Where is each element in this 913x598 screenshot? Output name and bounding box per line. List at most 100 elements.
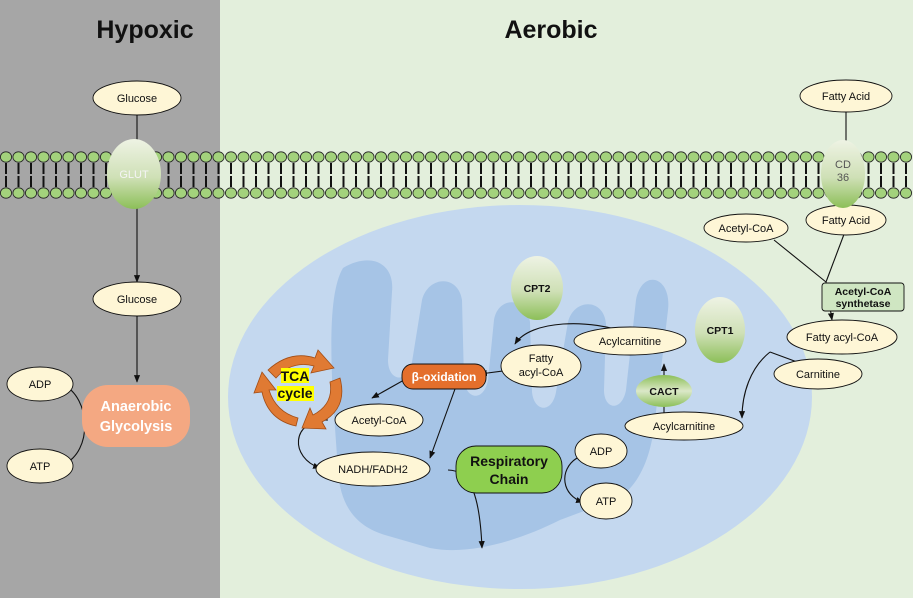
fatty-acyl-coa-cytosol-node <box>786 319 898 355</box>
tca-label-2: cycle <box>277 385 312 401</box>
carnitine-node <box>773 358 863 390</box>
glucose-outside-node <box>92 80 182 116</box>
membrane-head <box>625 151 638 163</box>
membrane-head <box>499 151 512 163</box>
membrane-head <box>474 151 487 163</box>
membrane-head <box>324 187 337 199</box>
carnitine-label: Carnitine <box>796 369 840 381</box>
cpt1-label: CPT1 <box>707 325 734 337</box>
membrane-head <box>87 151 100 163</box>
tca-highlight-1 <box>281 368 309 383</box>
membrane-head <box>362 187 375 199</box>
membrane-head <box>650 151 663 163</box>
membrane-head <box>537 151 550 163</box>
membrane-head <box>787 151 800 163</box>
membrane-head <box>212 187 225 199</box>
glut-label: GLUT <box>119 169 149 181</box>
membrane-head <box>224 151 237 163</box>
membrane-head <box>462 151 475 163</box>
membrane-head <box>687 151 700 163</box>
membrane-head <box>24 187 37 199</box>
membrane-head <box>512 187 525 199</box>
membrane-head <box>525 187 538 199</box>
fatty-acid-outside-label: Fatty Acid <box>822 91 870 103</box>
cd36-transporter <box>821 140 865 208</box>
membrane-head <box>762 151 775 163</box>
membrane-head <box>312 187 325 199</box>
membrane-head <box>587 151 600 163</box>
respiratory-chain-box <box>455 445 563 494</box>
respiratory-chain-label-1: Respiratory <box>470 453 548 469</box>
membrane-head <box>725 187 738 199</box>
synthetase-label-1: Acetyl-CoA <box>835 286 892 298</box>
membrane-head <box>412 151 425 163</box>
membrane-head <box>750 151 763 163</box>
glucose-inside-label: Glucose <box>117 294 157 306</box>
membrane-head <box>712 187 725 199</box>
acylcarnitine-lower-label: Acylcarnitine <box>653 421 715 433</box>
membrane-head <box>424 151 437 163</box>
membrane-head <box>687 187 700 199</box>
membrane-head <box>575 187 588 199</box>
membrane-head <box>562 151 575 163</box>
membrane-head <box>712 151 725 163</box>
cd36-label-1: CD <box>835 159 851 171</box>
anaerobic-glycolysis-label-1: Anaerobic <box>101 399 172 415</box>
cd36-label-2: 36 <box>837 172 849 184</box>
membrane-head <box>424 187 437 199</box>
membrane-head <box>299 187 312 199</box>
membrane-head <box>37 151 50 163</box>
membrane-head <box>775 187 788 199</box>
acylcarnitine-lower-node <box>624 411 744 441</box>
membrane-head <box>812 187 825 199</box>
atp-aerobic-label: ATP <box>596 496 617 508</box>
anaerobic-glycolysis-label-2: Glycolysis <box>100 419 173 435</box>
acylcarnitine-upper-node <box>573 326 687 356</box>
acetyl-coa-synthetase-box <box>821 282 905 312</box>
membrane-head <box>349 151 362 163</box>
membrane-head <box>387 151 400 163</box>
membrane-head <box>800 187 813 199</box>
membrane-head <box>700 151 713 163</box>
membrane-head <box>199 151 212 163</box>
membrane-head <box>274 151 287 163</box>
membrane-head <box>499 187 512 199</box>
membrane-head <box>449 151 462 163</box>
membrane-head <box>512 151 525 163</box>
membrane-head <box>725 151 738 163</box>
membrane-head <box>612 187 625 199</box>
adp-aerobic-node <box>574 433 628 469</box>
membrane-head <box>575 151 588 163</box>
membrane-head <box>237 187 250 199</box>
membrane-head <box>0 151 12 163</box>
membrane-head <box>650 187 663 199</box>
membrane-head <box>262 187 275 199</box>
beta-oxidation-label: β-oxidation <box>412 370 477 384</box>
membrane-head <box>75 151 88 163</box>
adp-hypoxic-label: ADP <box>29 379 52 391</box>
membrane-head <box>37 187 50 199</box>
membrane-head <box>562 187 575 199</box>
cpt2-label: CPT2 <box>524 283 551 295</box>
membrane-head <box>887 151 900 163</box>
transporters: GLUT CD 36 CPT1 CPT2 CACT <box>107 139 865 407</box>
membrane-head <box>525 151 538 163</box>
membrane-head <box>0 187 12 199</box>
membrane-head <box>187 187 200 199</box>
membrane-head <box>274 187 287 199</box>
membrane-head <box>399 151 412 163</box>
cpt1-transporter <box>695 297 745 363</box>
membrane-head <box>174 187 187 199</box>
nadh-fadh2-label: NADH/FADH2 <box>338 464 408 476</box>
acylcarnitine-upper-label: Acylcarnitine <box>599 336 661 348</box>
membrane-head <box>374 151 387 163</box>
glucose-inside-node <box>92 281 182 317</box>
acetyl-coa-mito-label: Acetyl-CoA <box>351 415 407 427</box>
fatty-acyl-coa-mito-label-2: acyl-CoA <box>519 367 564 379</box>
membrane-head <box>362 151 375 163</box>
membrane-head <box>662 151 675 163</box>
membrane-head <box>887 187 900 199</box>
membrane-head <box>637 151 650 163</box>
atp-hypoxic-label: ATP <box>30 461 51 473</box>
anaerobic-glycolysis-box <box>82 385 190 447</box>
